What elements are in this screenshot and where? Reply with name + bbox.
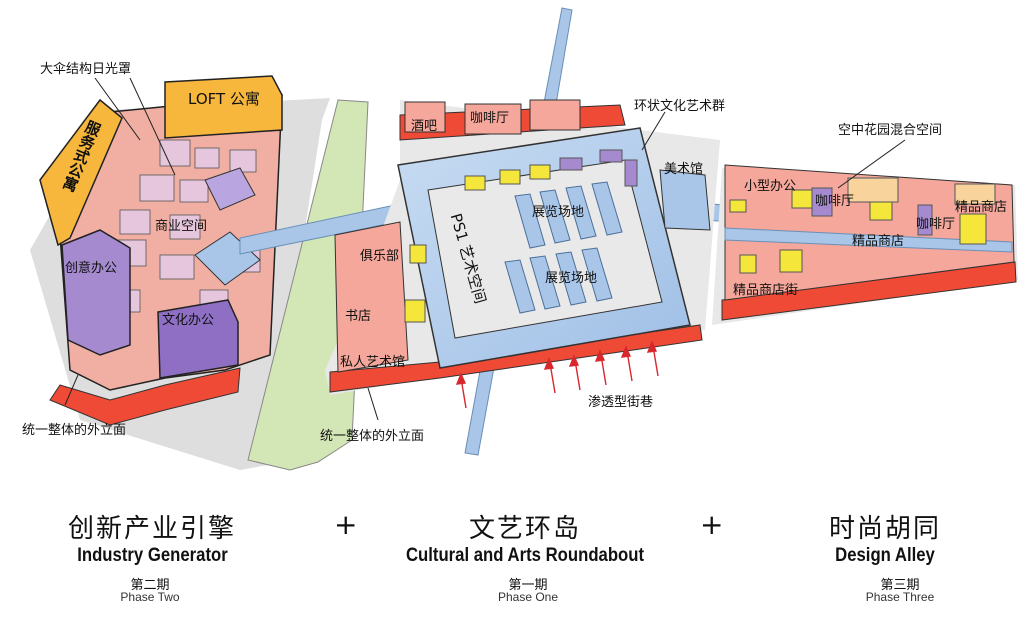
inner-boxes bbox=[109, 139, 261, 313]
plus-sign-2: + bbox=[700, 508, 724, 541]
phase-one-label-cn: 第一期 bbox=[508, 578, 548, 593]
phase-three-label-cn: 第三期 bbox=[880, 578, 920, 593]
right-light-band bbox=[724, 227, 1013, 253]
label-cafe-1: 咖啡厅 bbox=[470, 111, 510, 126]
label-creative-office: 创意办公 bbox=[65, 261, 118, 276]
phase-three-label-en: Phase Three bbox=[865, 590, 935, 604]
phase-one-title-en: Cultural and Arts Roundabout bbox=[405, 545, 645, 566]
exhibition-halls bbox=[504, 181, 623, 314]
phase-one-title-cn: 文艺环岛 bbox=[468, 514, 581, 544]
bar-building bbox=[404, 101, 446, 133]
label-permeable-alley: 渗透型街巷 bbox=[588, 395, 654, 410]
leader-lines bbox=[64, 77, 906, 421]
phase-two-block bbox=[30, 75, 330, 470]
label-museum: 美术馆 bbox=[664, 162, 704, 177]
label-cultural-office: 文化办公 bbox=[162, 313, 215, 328]
left-salmon-row bbox=[334, 221, 409, 373]
yellow-blocks-mid bbox=[404, 164, 551, 323]
red-facade-left bbox=[49, 367, 241, 426]
bridge-bottom bbox=[464, 359, 496, 456]
museum-building bbox=[659, 169, 711, 231]
phase-three-block bbox=[712, 164, 1018, 325]
label-commercial-space: 商业空间 bbox=[155, 219, 208, 234]
cafe-building bbox=[464, 103, 522, 135]
label-ring-cluster: 环状文化艺术群 bbox=[634, 99, 726, 114]
phase-one-block bbox=[325, 99, 720, 395]
right-yellow-blocks bbox=[729, 189, 987, 274]
label-small-office: 小型办公 bbox=[744, 179, 797, 194]
label-facade-left: 统一整体的外立面 bbox=[22, 423, 127, 438]
label-umbrella-canopy: 大伞结构日光罩 bbox=[40, 62, 132, 77]
label-exhibition-1: 展览场地 bbox=[532, 205, 585, 220]
label-cafe-3: 咖啡厅 bbox=[916, 217, 956, 232]
roof-building bbox=[529, 99, 581, 131]
cultural-office-building bbox=[157, 299, 239, 379]
label-facade-mid: 统一整体的外立面 bbox=[320, 429, 425, 444]
purple-block-commercial bbox=[204, 167, 256, 211]
label-cafe-2: 咖啡厅 bbox=[815, 194, 855, 209]
label-boutique-2: 精品商店 bbox=[955, 200, 1008, 215]
phase-two-title-en: Industry Generator bbox=[77, 545, 228, 566]
label-private-gallery: 私人艺术馆 bbox=[340, 355, 406, 370]
loft-building bbox=[164, 75, 283, 139]
purple-blocks-mid bbox=[559, 149, 638, 187]
label-exhibition-2: 展览场地 bbox=[545, 271, 598, 286]
phase-two-label-en: Phase Two bbox=[120, 590, 180, 604]
label-boutique-street: 精品商店街 bbox=[733, 283, 799, 298]
label-bookstore: 书店 bbox=[345, 309, 372, 324]
label-boutique-1: 精品商店 bbox=[852, 234, 905, 249]
label-loft: LOFT 公寓 bbox=[188, 90, 260, 108]
phase-two-title-cn: 创新产业引擎 bbox=[67, 514, 236, 544]
label-sky-garden: 空中花园混合空间 bbox=[838, 123, 943, 138]
phase-two-label-cn: 第二期 bbox=[130, 578, 170, 593]
phase-one-label-en: Phase One bbox=[497, 590, 559, 604]
phase-three-title-cn: 时尚胡同 bbox=[828, 514, 941, 544]
serviced-apartment-building bbox=[39, 98, 123, 247]
label-club: 俱乐部 bbox=[360, 249, 400, 264]
right-orange-blocks bbox=[847, 177, 996, 205]
plus-sign-1: + bbox=[334, 508, 358, 541]
creative-office-building bbox=[61, 229, 131, 356]
arrows-permeable bbox=[455, 340, 659, 409]
phase-three-title-en: Design Alley bbox=[835, 545, 935, 566]
bridge-top bbox=[542, 7, 573, 111]
right-purple-blocks bbox=[811, 187, 933, 236]
label-bar: 酒吧 bbox=[411, 119, 438, 134]
